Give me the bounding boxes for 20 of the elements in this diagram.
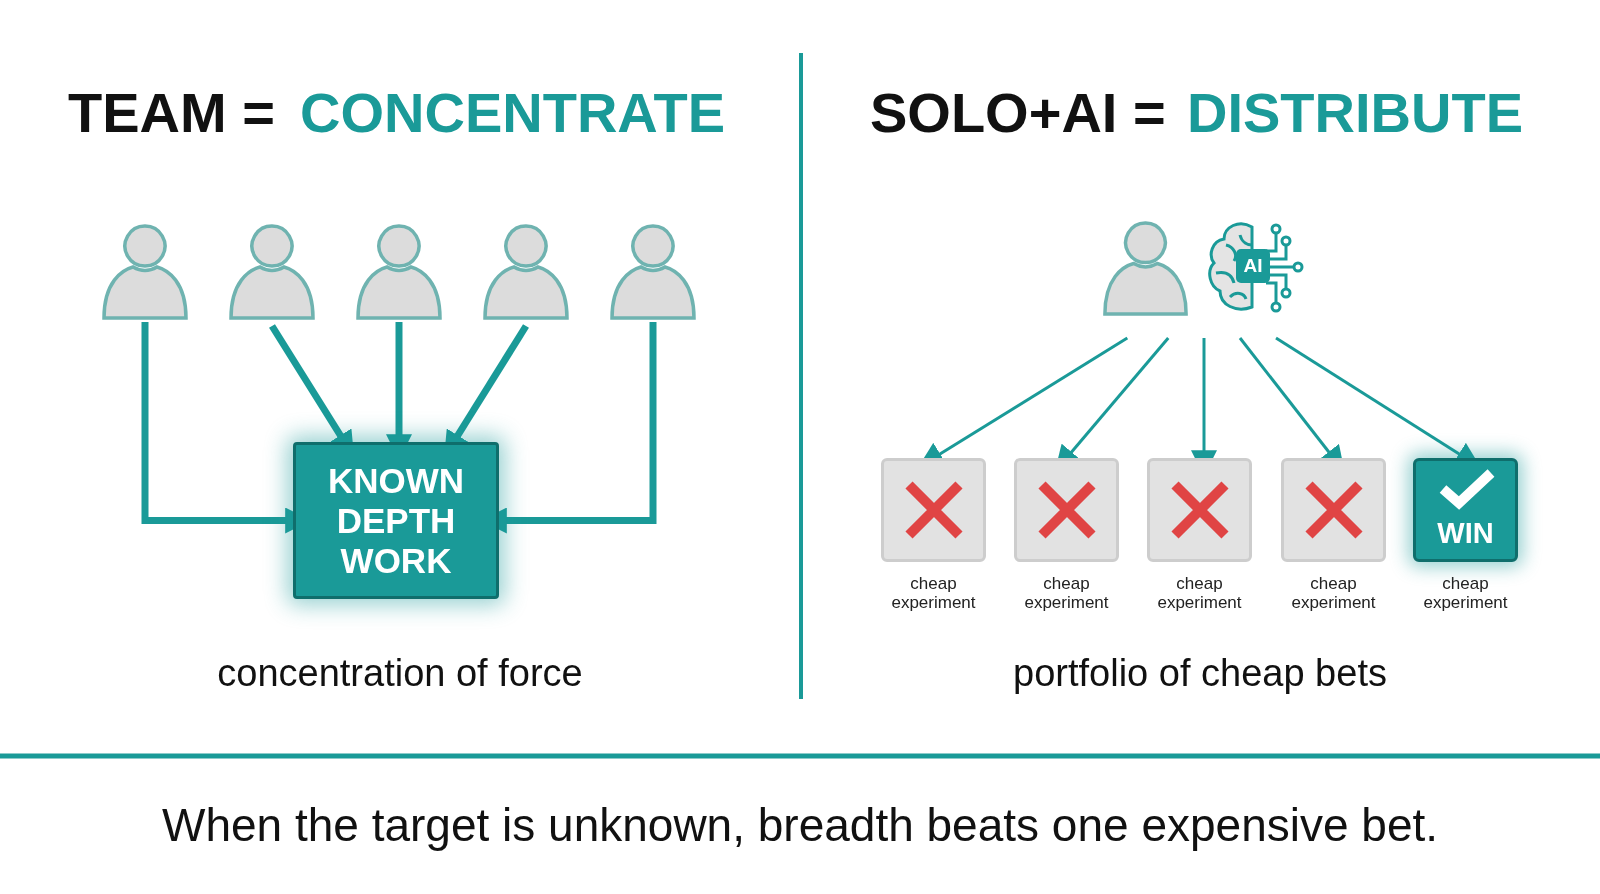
experiment-card	[1147, 458, 1252, 562]
panel-caption: portfolio of cheap bets	[1012, 652, 1388, 695]
heading: SOLO+AI =	[870, 80, 1166, 145]
process-box: KNOWN DEPTH WORK	[293, 442, 499, 599]
heading: DISTRIBUTE	[1187, 80, 1523, 145]
heading: CONCENTRATE	[300, 80, 726, 145]
experiment-caption: cheap experiment	[1156, 574, 1243, 612]
experiment-card	[881, 458, 986, 562]
panel-caption: concentration of force	[216, 652, 584, 695]
experiment-card	[1281, 458, 1386, 562]
experiment-card	[1413, 458, 1518, 562]
caption: When the target is unknown, breadth beats one expensive bet.	[160, 798, 1440, 852]
experiment-caption: cheap experiment	[890, 574, 977, 612]
experiment-card	[1014, 458, 1119, 562]
win-label: WIN	[1436, 517, 1495, 550]
experiment-caption: cheap experiment	[1023, 574, 1110, 612]
heading: TEAM =	[68, 80, 275, 145]
experiment-caption: cheap experiment	[1290, 574, 1377, 612]
experiment-caption: cheap experiment	[1422, 574, 1509, 612]
ai-badge: AI	[1236, 249, 1270, 283]
